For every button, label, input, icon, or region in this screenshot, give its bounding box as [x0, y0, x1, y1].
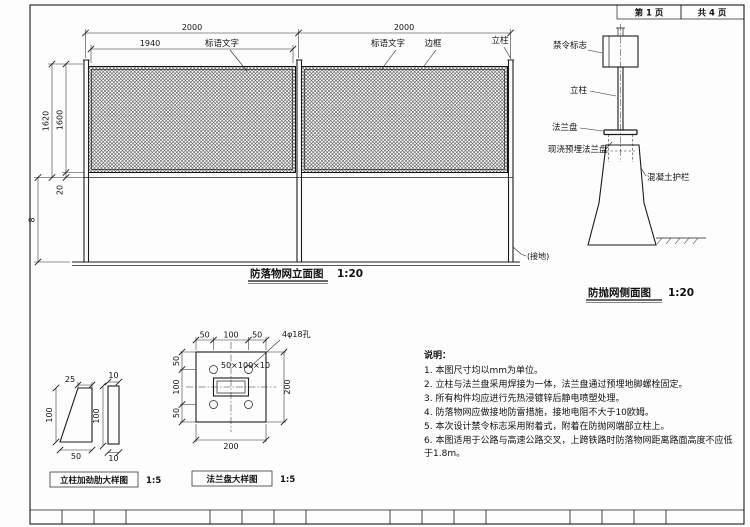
elevation-scale: 1:20 — [337, 268, 363, 280]
note-item: 1. 本图尺寸均以mm为单位。 — [424, 366, 543, 377]
side-view-labels: 禁令标志 立柱 法兰盘 现浇预埋法兰盘 混凝土护栏 (接地) — [512, 40, 690, 261]
barrier-label: 混凝土护栏 — [647, 172, 690, 183]
dim-height-total: 1620 — [42, 111, 51, 131]
mesh-panel-right — [301, 66, 508, 173]
flange-dim-left-bottom: 50 — [172, 408, 181, 418]
stiffener-dim-bottom: 50 — [71, 452, 81, 461]
flange-dim-top-mid: 100 — [223, 331, 238, 340]
mesh-panel-left-frame — [91, 69, 293, 170]
flange-dim-top-left: 50 — [200, 331, 210, 340]
side-post-label: 立柱 — [570, 85, 588, 96]
elevation-title: 防落物网立面图 — [250, 267, 324, 280]
stiffener-detail: 25 10 100 100 50 10 立柱加劲肋大样图 1:5 — [45, 371, 161, 488]
flange-plate-outline — [195, 351, 267, 423]
post-tube-inner — [216, 380, 246, 394]
post-label: 立柱 — [491, 35, 509, 46]
ground-hatch — [656, 237, 699, 245]
stiffener-rib — [107, 385, 120, 445]
concrete-barrier — [587, 144, 657, 246]
stiffener-dimensions: 25 10 100 100 50 10 — [45, 371, 123, 463]
stiffener-caption: 立柱加劲肋大样图 1:5 — [49, 471, 161, 488]
flange-dim-bottom-total: 200 — [223, 442, 238, 451]
page-total-box — [680, 4, 745, 20]
flange-dim-right-total: 200 — [283, 379, 292, 394]
side-title: 防抛网侧面图 — [588, 286, 651, 299]
posts — [83, 59, 514, 262]
flange-dim-left-mid: 100 — [172, 379, 181, 394]
stiffener-dim-top2: 10 — [108, 371, 118, 380]
stiffener-plate — [59, 387, 93, 443]
sheet-border — [29, 4, 745, 525]
side-scale: 1:20 — [668, 287, 694, 299]
notes-section: 说明： 1. 本图尺寸均以mm为单位。 2. 立柱与法兰盘采用焊接为一体，法兰盘… — [424, 350, 740, 462]
note-item: 4. 防落物网应做接地防雷措施，接地电阻不大于10欧姆。 — [424, 408, 654, 419]
flange-caption: 法兰盘大样图 1:5 — [191, 470, 295, 487]
dim-lower: 8 — [28, 217, 37, 222]
elevation-labels: 标语文字 标语文字 边框 立柱 — [205, 35, 512, 72]
holes-label: 4φ18孔 — [282, 330, 311, 339]
flange-plate — [603, 129, 638, 136]
page-frame — [29, 4, 745, 525]
mesh-panel-left — [88, 66, 296, 173]
dim-span-left: 2000 — [182, 23, 202, 32]
slogan-label-right: 标语文字 — [371, 38, 405, 49]
stiffener-title: 立柱加劲肋大样图 — [60, 475, 128, 486]
note-item: 2. 立柱与法兰盘采用焊接为一体，法兰盘通过预埋地脚螺栓固定。 — [424, 380, 688, 391]
mesh-panel-right-frame — [304, 69, 505, 170]
title-block — [30, 509, 744, 524]
stiffener-dim-h1: 100 — [45, 407, 54, 422]
page-number-label: 第 1 页 — [635, 8, 664, 19]
embedded-flange-label: 现浇预埋法兰盘 — [548, 144, 608, 155]
page-total-label: 共 4 页 — [698, 8, 727, 19]
side-post — [617, 67, 624, 130]
flange-dim-top-right: 50 — [252, 331, 262, 340]
elevation-dimensions: 2000 2000 1940 1600 1620 20 8 — [28, 23, 515, 266]
flange-dim-left-top: 50 — [172, 356, 181, 366]
notes-title: 说明： — [424, 351, 452, 361]
elevation-view: 2000 2000 1940 1600 1620 20 8 标语文字 标语文字 … — [28, 23, 520, 284]
flange-scale: 1:5 — [280, 475, 295, 485]
tube-label: 50×100×10 — [221, 361, 270, 370]
stiffener-dim-top: 25 — [65, 375, 75, 384]
frame-label: 边框 — [424, 38, 442, 49]
dim-span-right: 2000 — [394, 23, 414, 32]
stiffener-dim-bottom2: 10 — [108, 454, 118, 463]
side-view: 禁令标志 立柱 法兰盘 现浇预埋法兰盘 混凝土护栏 (接地) 防抛网侧面图 1:… — [512, 24, 706, 303]
note-item: 6. 本图适用于公路与高速公路交叉，上跨铁路时防落物网距离路面高度不应低于1.8… — [424, 436, 733, 460]
sign-label: 禁令标志 — [553, 40, 588, 51]
flange-title: 法兰盘大样图 — [206, 474, 257, 485]
flange-dimensions: 50 100 50 50 100 50 200 200 — [172, 331, 292, 452]
dim-mesh-height: 1600 — [56, 110, 65, 130]
elevation-caption: 防落物网立面图 1:20 — [248, 267, 363, 284]
flange-label: 法兰盘 — [552, 122, 578, 133]
bolt-holes — [209, 365, 253, 409]
stiffener-scale: 1:5 — [146, 476, 161, 486]
flange-labels: 4φ18孔 50×100×10 — [221, 330, 311, 370]
flange-detail: 4φ18孔 50×100×10 50 100 50 50 100 50 200 … — [172, 330, 311, 487]
page-header: 第 1 页 共 4 页 — [616, 4, 745, 20]
anchor-bolts — [608, 134, 633, 162]
stiffener-dim-h2: 100 — [92, 408, 101, 423]
note-item: 3. 所有构件均应进行先热浸镀锌后静电喷塑处理。 — [424, 394, 625, 405]
dim-inner: 1940 — [140, 39, 160, 48]
dim-gap: 20 — [56, 185, 65, 195]
note-item: 5. 本次设计禁令标志采用附着式，附着在防抛网端部立柱上。 — [424, 422, 670, 433]
slogan-label-left: 标语文字 — [205, 38, 239, 49]
side-view-caption: 防抛网侧面图 1:20 — [586, 286, 694, 303]
post-tube-section — [212, 377, 250, 397]
ground-label: (接地) — [527, 251, 549, 261]
